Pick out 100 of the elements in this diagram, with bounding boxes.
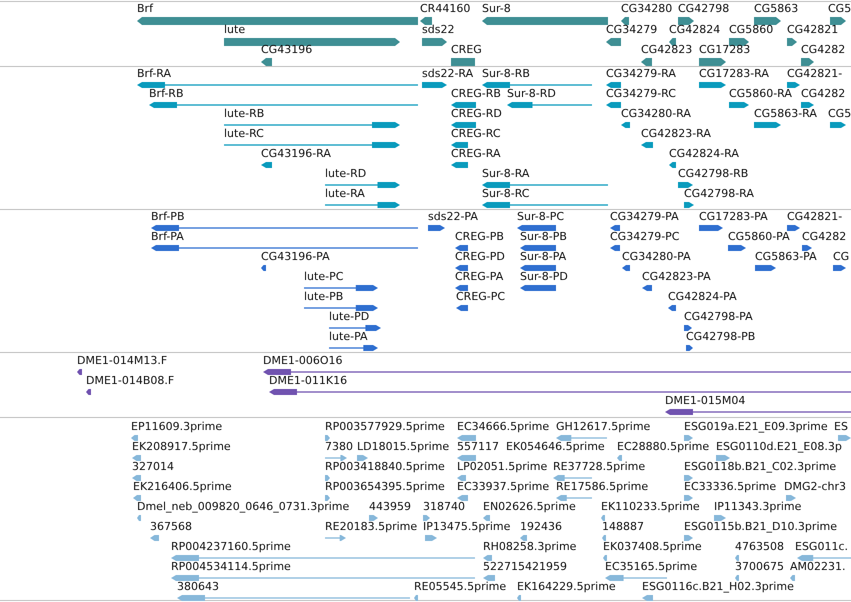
feature-label: CG42821- bbox=[787, 210, 842, 223]
feature-label: EK037408.5prime bbox=[603, 540, 702, 553]
feature-label: EP11609.3prime bbox=[131, 420, 222, 433]
feature-label: ESG0110d.E21_E08.3p bbox=[716, 440, 842, 453]
feature-label: 7380 bbox=[325, 440, 353, 453]
feature-label: CG34280 bbox=[621, 2, 672, 15]
feature-label: lute-PD bbox=[329, 310, 370, 323]
feature-label: CG42824-PA bbox=[668, 290, 737, 303]
feature-label: ESG011c. bbox=[795, 540, 848, 553]
feature-label: CG4282 bbox=[801, 43, 846, 56]
feature-label: CREG-PA bbox=[455, 270, 504, 283]
feature-label: RP003418840.5prime bbox=[325, 460, 445, 473]
feature-label: AM02231. bbox=[790, 560, 846, 573]
feature-label: Brf bbox=[137, 2, 153, 15]
feature-label: IP11343.3prime bbox=[714, 500, 802, 513]
feature-label: CG5860-PA bbox=[728, 230, 790, 243]
feature-label: CG43196-PA bbox=[261, 250, 330, 263]
feature-label: 380643 bbox=[177, 580, 219, 593]
feature-label: Sur-8-PA bbox=[520, 250, 566, 263]
feature-label: CG34280-PA bbox=[622, 250, 691, 263]
feature-label: 557117 bbox=[457, 440, 499, 453]
feature-label: CG5863 bbox=[754, 2, 798, 15]
feature-label: CREG-PC bbox=[456, 290, 506, 303]
feature-label: CG5 bbox=[828, 2, 851, 15]
feature-label: CG34279-RC bbox=[606, 87, 676, 100]
feature-label: CG43196 bbox=[261, 43, 312, 56]
feature-label: lute bbox=[224, 23, 246, 36]
feature-label: ESG0118b.B21_C02.3prime bbox=[684, 460, 836, 473]
feature-label: Sur-8-PC bbox=[517, 210, 564, 223]
feature-label: CG34280-RA bbox=[621, 107, 691, 120]
feature-label: EK216406.5prime bbox=[133, 480, 232, 493]
feature-label: CREG-PB bbox=[455, 230, 504, 243]
feature-label: lute-RA bbox=[325, 187, 365, 200]
feature-label: CG34279-PA bbox=[610, 210, 679, 223]
feature-label: CREG-PD bbox=[455, 250, 505, 263]
feature-label: LP02051.5prime bbox=[457, 460, 548, 473]
feature-label: CG5860 bbox=[729, 23, 774, 36]
feature-label: RP003577929.5prime bbox=[325, 420, 445, 433]
feature-label: CG42824-RA bbox=[669, 147, 739, 160]
feature-label: CG42798-RB bbox=[678, 167, 748, 180]
feature-label: RE05545.5prime bbox=[414, 580, 506, 593]
feature-label: CG4282 bbox=[802, 230, 846, 243]
feature-label: IP13475.5prime bbox=[423, 520, 510, 533]
feature-label: CG17283-RA bbox=[699, 67, 769, 80]
feature-label: ESG0116c.B21_H02.3prime bbox=[642, 580, 794, 593]
feature-label: CG42798 bbox=[678, 2, 730, 15]
feature-label: RP003654395.5prime bbox=[325, 480, 445, 493]
feature-label: EK208917.5prime bbox=[132, 440, 231, 453]
feature-label: CG42821 bbox=[787, 23, 838, 36]
feature-label: Brf-RA bbox=[137, 67, 172, 80]
feature-label: CREG-RA bbox=[451, 147, 500, 160]
feature-label: CG42821- bbox=[787, 67, 842, 80]
feature-label: EK164229.5prime bbox=[517, 580, 616, 593]
feature-label: CR44160 bbox=[420, 2, 470, 15]
feature-label: CG5 bbox=[828, 107, 851, 120]
feature-label: Sur-8-PD bbox=[520, 270, 568, 283]
feature-label: EC35165.5prime bbox=[605, 560, 698, 573]
feature-label: RE20183.5prime bbox=[325, 520, 418, 533]
feature-label: EC33336.5prime bbox=[684, 480, 776, 493]
feature-label: DME1-014M13.F bbox=[77, 354, 168, 367]
feature-label: RP004534114.5prime bbox=[171, 560, 291, 573]
feature-label: LD18015.5prime bbox=[357, 440, 450, 453]
feature-label: CG42823-RA bbox=[641, 127, 711, 140]
feature-label: Brf-RB bbox=[149, 87, 184, 100]
feature-label: lute-RB bbox=[224, 107, 264, 120]
feature-label: EC33937.5prime bbox=[457, 480, 550, 493]
feature-label: 3700675 bbox=[735, 560, 784, 573]
feature-label: CG34279-RA bbox=[606, 67, 676, 80]
feature-label: CG42798-RA bbox=[684, 187, 754, 200]
feature-label: lute-PA bbox=[329, 330, 368, 343]
feature-label: CG5863-RA bbox=[754, 107, 817, 120]
feature-label: RH08258.3prime bbox=[483, 540, 576, 553]
feature-label: ESG019a.E21_E09.3prime bbox=[684, 420, 828, 433]
feature-label: CG42798-PB bbox=[686, 330, 756, 343]
feature-label: DME1-014B08.F bbox=[86, 374, 174, 387]
feature-label: CG4282 bbox=[801, 87, 846, 100]
feature-label: DME1-011K16 bbox=[269, 374, 348, 387]
feature-label: 327014 bbox=[132, 460, 174, 473]
feature-label: lute-PC bbox=[304, 270, 344, 283]
feature-label: CG42823-PA bbox=[642, 270, 711, 283]
feature-label: EK110233.5prime bbox=[601, 500, 700, 513]
feature-label: Sur-8-RC bbox=[482, 187, 530, 200]
feature-label: Sur-8-RB bbox=[482, 67, 530, 80]
feature-label: GH12617.5prime bbox=[556, 420, 650, 433]
feature-label: CREG-RD bbox=[451, 107, 502, 120]
feature-label: DME1-006O16 bbox=[263, 354, 343, 367]
feature-label: 192436 bbox=[520, 520, 562, 533]
feature-label: RE37728.5prime bbox=[553, 460, 646, 473]
feature-label: ESG0115b.B21_D10.3prime bbox=[684, 520, 837, 533]
feature-label: RE17586.5prime bbox=[556, 480, 648, 493]
feature-label: sds22-RA bbox=[422, 67, 474, 80]
feature-label: Brf-PA bbox=[151, 230, 184, 243]
feature-label: Sur-8 bbox=[482, 2, 511, 15]
feature-label: Sur-8-RA bbox=[482, 167, 530, 180]
feature-label: Sur-8-RD bbox=[507, 87, 556, 100]
feature-label: DMG2-chr3 bbox=[784, 480, 846, 493]
feature-label: CG17283-PA bbox=[699, 210, 768, 223]
feature-label: Dmel_neb_009820_0646_0731.3prime bbox=[137, 500, 350, 513]
feature-label: 522715421959 bbox=[483, 560, 567, 573]
feature-label: 318740 bbox=[423, 500, 465, 513]
